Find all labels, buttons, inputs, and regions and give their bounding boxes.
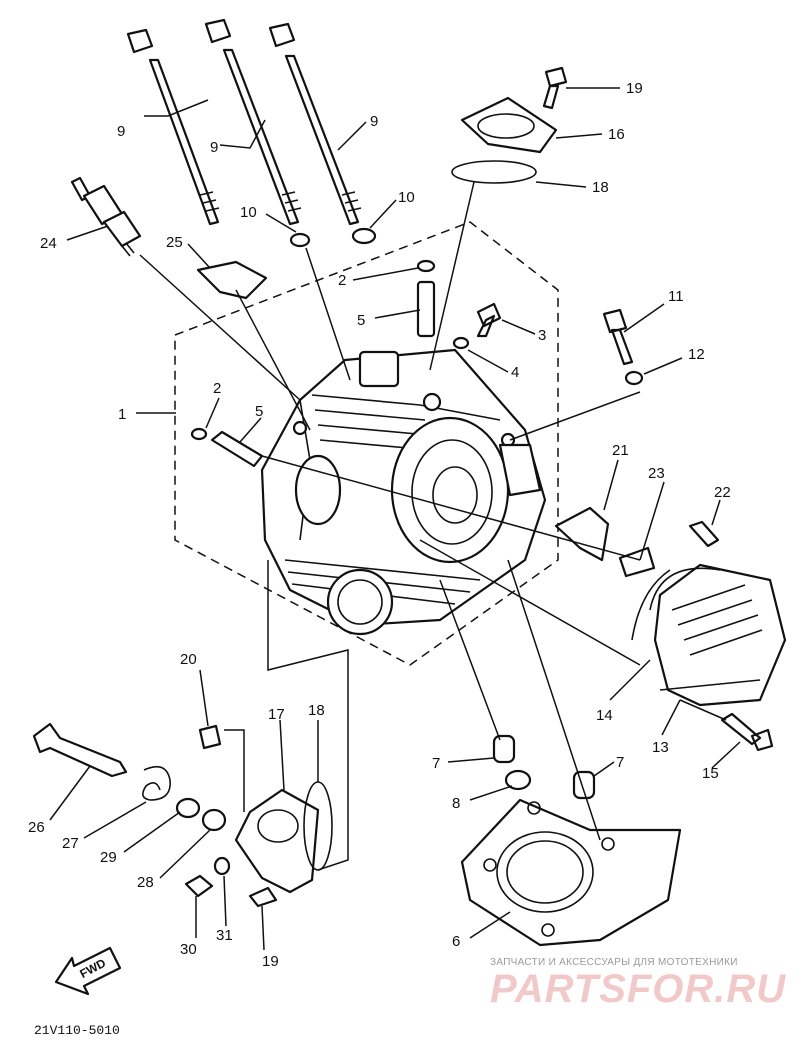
label-part-26: 26 bbox=[28, 819, 45, 836]
o-ring-8 bbox=[504, 769, 532, 791]
dowel-pin-left bbox=[492, 734, 516, 764]
o-ring-top bbox=[451, 160, 537, 184]
seal-28 bbox=[201, 808, 227, 832]
clip-2-lower bbox=[190, 427, 208, 441]
housing-17 bbox=[234, 788, 320, 894]
bolt-11 bbox=[602, 308, 634, 366]
forward-arrow: FWD bbox=[54, 946, 122, 996]
tappet-cap-top bbox=[460, 96, 558, 154]
label-part-4: 4 bbox=[511, 364, 519, 381]
leader-lines bbox=[49, 87, 741, 951]
label-part-17: 17 bbox=[268, 706, 285, 723]
label-part-19-lower: 19 bbox=[262, 953, 279, 970]
label-part-9-right: 9 bbox=[370, 113, 378, 130]
label-part-21: 21 bbox=[612, 442, 629, 459]
label-part-27: 27 bbox=[62, 835, 79, 852]
clip-2-upper bbox=[416, 259, 436, 273]
assembly-boundary bbox=[174, 221, 559, 666]
bolt-19-top bbox=[542, 66, 568, 110]
label-part-25: 25 bbox=[166, 234, 183, 251]
label-part-31: 31 bbox=[216, 927, 233, 944]
label-part-18-top: 18 bbox=[592, 179, 609, 196]
tappet-cover-side bbox=[653, 563, 787, 707]
part-labels: 9 9 9 10 10 24 25 2 5 3 4 19 16 18 11 12… bbox=[28, 80, 731, 970]
watermark-logo: PARTSFOR.RU bbox=[490, 967, 786, 1011]
label-part-3: 3 bbox=[538, 327, 546, 344]
label-part-7-left: 7 bbox=[432, 755, 440, 772]
shaft-26 bbox=[32, 722, 128, 778]
plate-23 bbox=[618, 546, 656, 578]
cylinder-stud-left bbox=[126, 28, 220, 226]
label-part-24: 24 bbox=[40, 235, 57, 252]
spring-27 bbox=[142, 765, 171, 801]
washer-right bbox=[351, 227, 377, 245]
washer-left bbox=[289, 232, 311, 248]
valve-guide-upper bbox=[416, 280, 436, 338]
label-part-14: 14 bbox=[596, 707, 613, 724]
label-part-5-upper: 5 bbox=[357, 312, 365, 329]
washer-29 bbox=[175, 797, 201, 819]
washer-31 bbox=[213, 856, 231, 876]
label-part-8: 8 bbox=[452, 795, 460, 812]
label-part-9-left: 9 bbox=[117, 123, 125, 140]
label-part-2-upper: 2 bbox=[338, 272, 346, 289]
gasket-side-cover bbox=[631, 567, 721, 641]
dowel-pin-right bbox=[572, 770, 596, 800]
label-part-29: 29 bbox=[100, 849, 117, 866]
diagram-code: 21V110-5010 bbox=[34, 1023, 120, 1038]
label-part-23: 23 bbox=[648, 465, 665, 482]
label-part-11: 11 bbox=[668, 288, 684, 305]
screw-20 bbox=[198, 724, 222, 750]
cap-30 bbox=[184, 874, 214, 898]
valve-guide-lower bbox=[210, 430, 264, 468]
bolt-22 bbox=[688, 520, 720, 548]
label-part-28: 28 bbox=[137, 874, 154, 891]
plate-21 bbox=[554, 506, 610, 562]
watermark-tagline: ЗАПЧАСТИ И АКСЕССУАРЫ ДЛЯ МОТОТЕХНИКИ bbox=[490, 957, 738, 968]
label-part-20: 20 bbox=[180, 651, 197, 668]
spark-plug bbox=[70, 176, 142, 257]
label-part-10-left: 10 bbox=[240, 204, 257, 221]
washer-4 bbox=[452, 336, 470, 350]
label-part-7-right: 7 bbox=[616, 754, 624, 771]
label-part-12: 12 bbox=[688, 346, 705, 363]
label-part-1: 1 bbox=[118, 406, 126, 423]
breather-plate bbox=[196, 260, 268, 300]
label-part-18-lower: 18 bbox=[308, 702, 325, 719]
label-part-10-right: 10 bbox=[398, 189, 415, 206]
cylinder-head bbox=[260, 348, 547, 636]
bolt-15 bbox=[720, 712, 774, 752]
washer-12 bbox=[624, 370, 644, 386]
label-part-15: 15 bbox=[702, 765, 719, 782]
cylinder-stud-middle bbox=[204, 18, 302, 226]
cylinder-head-gasket bbox=[460, 798, 682, 947]
label-part-13: 13 bbox=[652, 739, 669, 756]
screw-guide-line bbox=[224, 729, 245, 812]
label-part-16: 16 bbox=[608, 126, 625, 143]
watermark: ЗАПЧАСТИ И АКСЕССУАРЫ ДЛЯ МОТОТЕХНИКИ PA… bbox=[490, 957, 786, 1011]
label-part-9-middle: 9 bbox=[210, 139, 218, 156]
label-part-5-lower: 5 bbox=[255, 403, 263, 420]
label-part-19-top: 19 bbox=[626, 80, 643, 97]
bolt-19-lower bbox=[248, 886, 278, 908]
label-part-2-lower: 2 bbox=[213, 380, 221, 397]
cylinder-stud-right bbox=[268, 22, 362, 226]
bolt-3 bbox=[476, 302, 502, 338]
label-part-30: 30 bbox=[180, 941, 197, 958]
label-part-6: 6 bbox=[452, 933, 460, 950]
label-part-22: 22 bbox=[714, 484, 731, 501]
